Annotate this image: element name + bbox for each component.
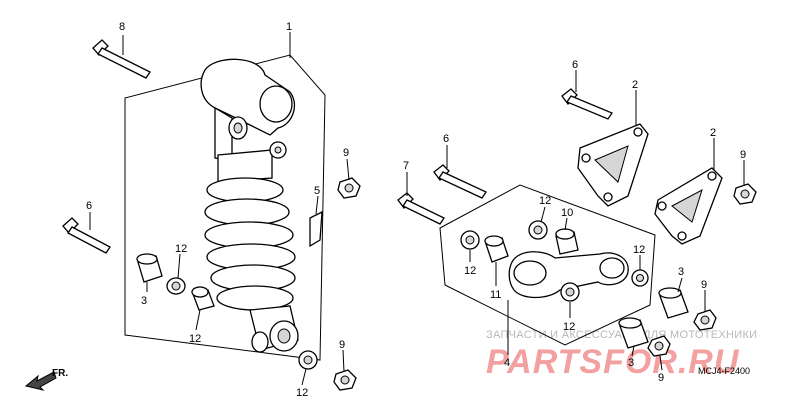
seal-12-left (166, 277, 186, 295)
bracket-2-lower (654, 167, 723, 245)
leader-lines (89, 32, 745, 386)
callout-2-lower: 2 (710, 127, 716, 139)
diagram-code: MCJ4-F2400 (698, 366, 750, 376)
bolt-7 (397, 192, 445, 225)
callout-9-lower: 9 (339, 339, 345, 351)
callout-1: 1 (286, 21, 292, 33)
bushing-10-link-b (555, 228, 579, 255)
collar-3-lower (618, 317, 649, 349)
seal-12-link-c (560, 282, 580, 302)
callout-2-upper: 2 (632, 79, 638, 91)
front-direction-indicator: FR. (24, 368, 68, 391)
callout-3-left: 3 (141, 295, 147, 307)
linkage-group-outline (439, 184, 656, 346)
callout-12-link-b: 12 (539, 195, 551, 207)
seal-12-lower (298, 350, 318, 370)
callout-12-link-c: 12 (563, 321, 575, 333)
top-mount-nut (269, 141, 287, 159)
callout-6-middle: 6 (443, 133, 449, 145)
bolt-8 (92, 39, 151, 79)
watermark-brand: PARTSFOR.RU (486, 343, 740, 381)
bolt-6-middle (433, 164, 487, 199)
bracket-2-upper (577, 123, 649, 207)
nut-9-lower (333, 369, 357, 391)
bolt-6-right (561, 88, 613, 120)
callout-5: 5 (314, 185, 320, 197)
callout-3-right: 3 (678, 266, 684, 278)
callout-4: 4 (504, 357, 510, 369)
bushing-11 (191, 286, 215, 311)
link-arm-4 (508, 251, 629, 299)
seal-12-link-d (631, 269, 649, 287)
callout-12-left: 12 (175, 243, 187, 255)
watermark-tagline: ЗАПЧАСТИ И АКСЕССУАРЫ ДЛЯ МОТОТЕХНИКИ (486, 329, 757, 341)
callout-9-bottom: 9 (658, 372, 664, 384)
callout-11: 12 (189, 333, 201, 345)
seal-12-link-b (528, 220, 548, 240)
seal-12-link-a (460, 230, 480, 250)
front-label: FR. (52, 368, 68, 379)
callout-9-collar: 9 (701, 279, 707, 291)
clip-5 (309, 210, 323, 248)
callout-12-link-a: 12 (464, 265, 476, 277)
callout-3-lower: 3 (628, 357, 634, 369)
callout-7: 7 (403, 160, 409, 172)
shock-group-outline (124, 54, 326, 361)
rear-shock-absorber (200, 58, 299, 353)
callout-9-upper: 9 (343, 147, 349, 159)
collar-3-right (658, 287, 689, 319)
callout-9-right: 9 (740, 149, 746, 161)
nut-9-right (733, 183, 757, 205)
callouts: 8 1 6 3 12 12 5 9 12 9 6 7 6 2 2 9 4 12 … (86, 21, 746, 399)
bushing-10-link-a (484, 235, 509, 263)
callout-12-link-d: 12 (633, 244, 645, 256)
nut-9-upper (337, 177, 361, 199)
callout-12-shock: 12 (296, 387, 308, 399)
collar-3-left (136, 253, 163, 283)
front-arrow-icon (24, 371, 57, 391)
callout-8: 8 (119, 21, 125, 33)
callout-10-link-a: 11 (490, 289, 501, 301)
callout-6-left: 6 (86, 200, 92, 212)
bolt-6-left (62, 217, 111, 254)
nut-9-bottom (647, 335, 671, 357)
callout-6-right: 6 (572, 59, 578, 71)
callout-10-link-b: 10 (561, 207, 573, 219)
nut-9-collar (693, 309, 717, 331)
